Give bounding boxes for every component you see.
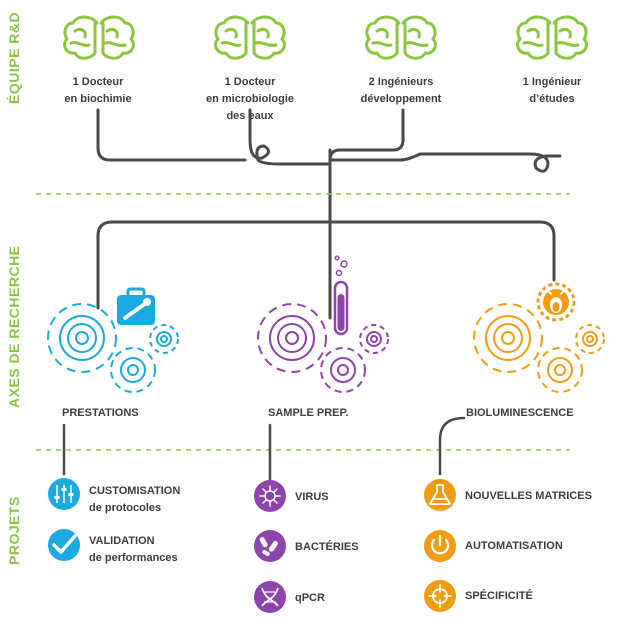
bacteria-icon — [254, 530, 286, 562]
project-line: VALIDATION — [89, 535, 155, 547]
axis-title-bioluminescence: BIOLUMINESCENCE — [466, 407, 574, 419]
project-specificity: SPÉCIFICITÉ — [465, 590, 533, 602]
team-member-line: en microbiologie — [205, 93, 294, 105]
brain-icon — [365, 15, 437, 60]
target-icon — [424, 580, 456, 612]
team-member-line: 1 Ingénieur — [522, 76, 582, 88]
team-connector — [96, 108, 562, 224]
virus-icon — [254, 480, 286, 512]
axis-title-prestations: PRESTATIONS — [62, 407, 139, 419]
flask-icon — [424, 479, 456, 511]
project-connector — [62, 416, 466, 482]
gear-icon — [47, 303, 179, 393]
project-customisation: CUSTOMISATION de protocoles — [89, 483, 180, 517]
brain-icon — [516, 15, 588, 60]
team-member-line: 1 Docteur — [224, 76, 276, 88]
project-bacteria: BACTÉRIES — [295, 541, 359, 553]
team-member-study-engineer: 1 Ingénieur d’études — [487, 74, 617, 108]
team-member-biochemistry: 1 Docteur en biochimie — [33, 74, 163, 108]
project-line: de performances — [89, 552, 178, 564]
research-connector — [96, 220, 556, 320]
team-member-line: en biochimie — [64, 93, 132, 105]
team-member-line: des eaux — [226, 110, 274, 122]
team-member-line: 2 Ingénieurs — [368, 76, 434, 88]
gear-icon — [473, 303, 605, 393]
brain-icon — [214, 15, 286, 60]
toolbox-icon — [117, 287, 155, 325]
team-member-engineers: 2 Ingénieurs développement — [336, 74, 466, 108]
team-member-line: d’études — [529, 93, 575, 105]
project-validation: VALIDATION de performances — [89, 533, 178, 567]
team-member-line: développement — [360, 93, 442, 105]
project-line: CUSTOMISATION — [89, 485, 181, 497]
brain-icon — [63, 15, 135, 60]
checkmark-icon — [48, 529, 80, 561]
project-line: de protocoles — [89, 502, 162, 514]
axis-title-sample-prep: SAMPLE PREP. — [268, 407, 349, 419]
dna-icon — [254, 581, 286, 613]
project-qpcr: qPCR — [295, 592, 325, 604]
firefly-icon — [536, 282, 576, 322]
sliders-icon — [48, 478, 80, 510]
gear-icon — [257, 303, 389, 393]
test-tube-icon — [333, 255, 349, 336]
team-member-line: 1 Docteur — [72, 76, 124, 88]
project-automation: AUTOMATISATION — [465, 540, 563, 552]
team-member-microbiology: 1 Docteur en microbiologie des eaux — [185, 74, 315, 125]
project-new-matrices: NOUVELLES MATRICES — [465, 490, 592, 502]
project-virus: VIRUS — [295, 491, 329, 503]
power-icon — [424, 530, 456, 562]
